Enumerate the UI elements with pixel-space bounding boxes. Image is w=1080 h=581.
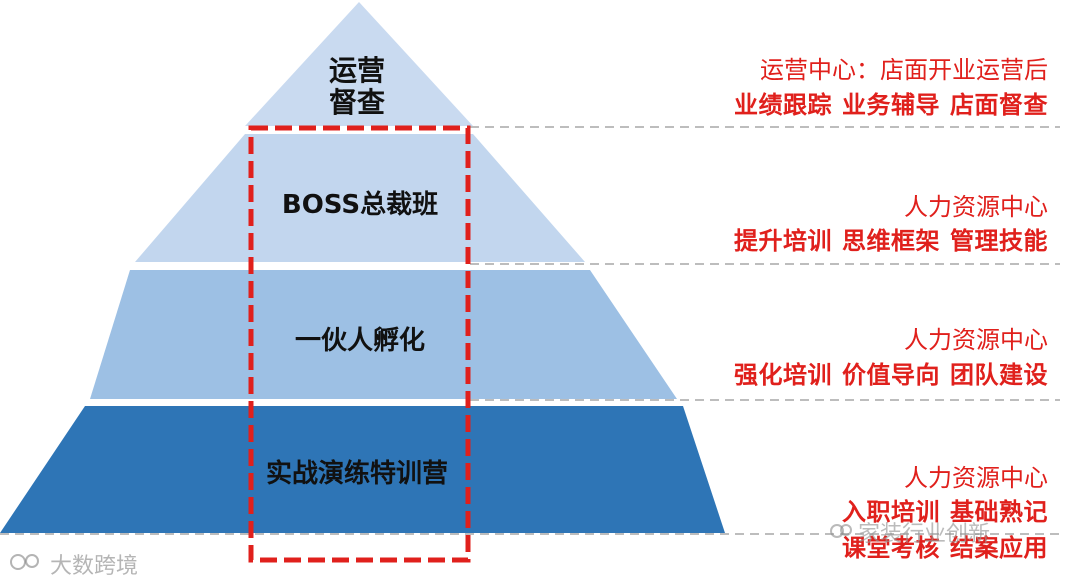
desc-1-items: 业绩跟踪业务辅导店面督查 (734, 90, 1048, 120)
tier-3-label: 一伙人孵化 (295, 325, 425, 356)
desc-3-item-2: 价值导向 (842, 361, 940, 389)
tier-1-label-line-1: 运营 (329, 54, 385, 87)
desc-3-title: 人力资源中心 (904, 326, 1048, 354)
desc-2-item-3: 管理技能 (950, 227, 1048, 255)
desc-1-item-2: 业务辅导 (842, 91, 940, 119)
watermark-left: 大数跨境 (50, 554, 139, 579)
desc-3-item-3: 团队建设 (950, 361, 1048, 389)
desc-4-items-row-2: 课堂考核结案应用 (842, 533, 1048, 563)
desc-3-items: 强化培训价值导向团队建设 (734, 360, 1048, 390)
desc-4-items-row-1: 入职培训基础熟记 (842, 497, 1048, 527)
desc-1-item-3: 店面督查 (950, 91, 1048, 119)
highlight-box (248, 125, 471, 563)
tier-4-label: 实战演练特训营 (266, 458, 448, 489)
tier-1-label-line-2: 督查 (329, 86, 385, 119)
desc-2-items: 提升培训思维框架管理技能 (734, 226, 1048, 256)
desc-1-item-1: 业绩跟踪 (734, 91, 832, 119)
tier-2-label: BOSS总裁班 (282, 190, 438, 220)
desc-3-item-1: 强化培训 (734, 361, 832, 389)
desc-2-title: 人力资源中心 (904, 193, 1048, 221)
desc-4-item-2: 基础熟记 (950, 498, 1048, 526)
pyramid-tier-2 (135, 134, 585, 262)
desc-4-item-3: 课堂考核 (842, 534, 940, 562)
pyramid-tier-1 (245, 2, 473, 126)
desc-1-title: 运营中心：店面开业运营后 (760, 56, 1048, 84)
desc-4-item-1: 入职培训 (842, 498, 940, 526)
watermark-right-logo-icon (830, 524, 852, 538)
pyramid-tier-3 (90, 270, 677, 399)
desc-4-title: 人力资源中心 (904, 464, 1048, 492)
watermark-right: 家装行业创新 (858, 522, 991, 547)
desc-2-item-1: 提升培训 (734, 227, 832, 255)
desc-4-item-4: 结案应用 (950, 534, 1048, 562)
wechat-logo-icon (10, 554, 39, 570)
pyramid-tier-4 (0, 406, 725, 533)
desc-2-item-2: 思维框架 (842, 227, 940, 255)
